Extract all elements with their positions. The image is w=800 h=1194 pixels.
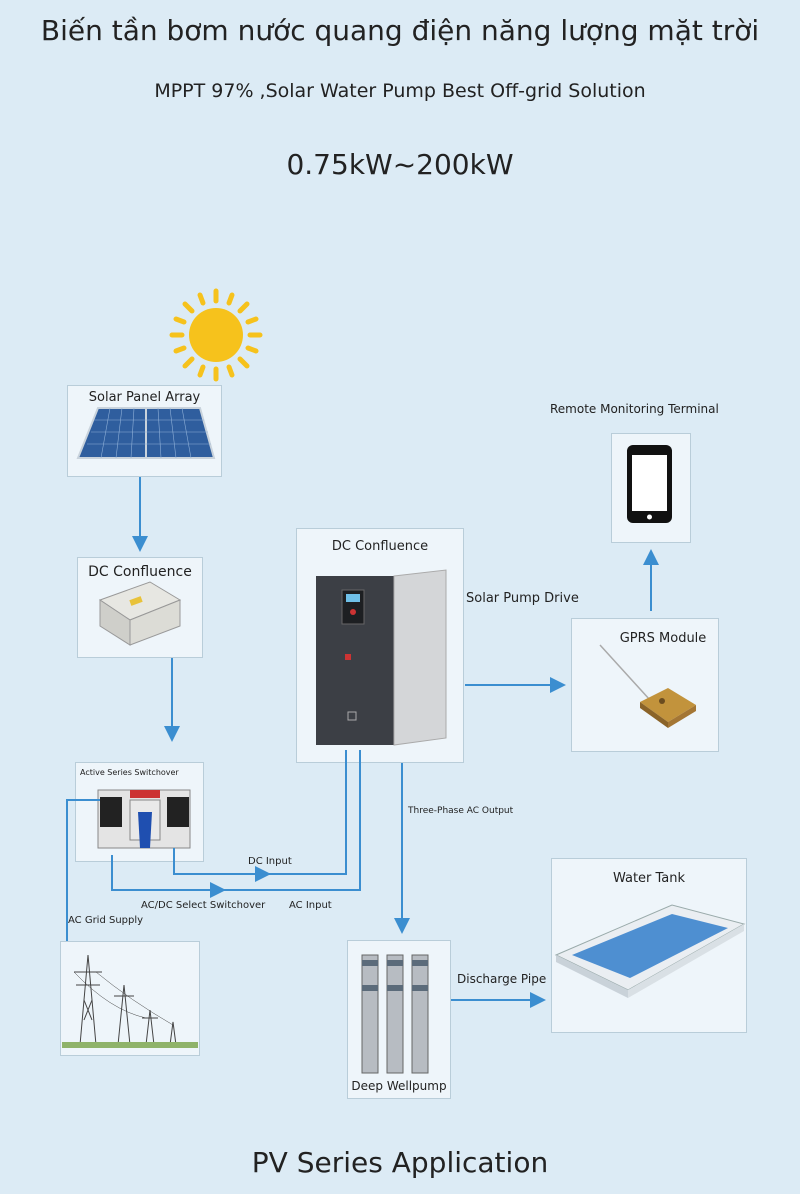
page-subtitle: MPPT 97% ,Solar Water Pump Best Off-grid… [154,80,646,102]
ac-grid-supply-label: AC Grid Supply [68,915,144,926]
solar-panel-array-label: Solar Panel Array [88,390,201,405]
deep-wellpump-label: Deep Wellpump [351,1079,447,1093]
dc-input-label: DC Input [248,856,292,867]
transfer-switch-icon [97,789,191,849]
pool-icon [554,904,746,998]
power-range: 0.75kW~200kW [286,148,514,181]
junction-box-icon [98,581,182,646]
gps-antenna-icon [599,644,696,728]
page-title: Biến tần bơm nước quang điện năng lượng … [40,14,760,47]
footer-title: PV Series Application [251,1146,549,1179]
active-series-switchover-label: Active Series Switchover [80,768,179,777]
smartphone-icon [627,445,672,523]
discharge-pipe-label: Discharge Pipe [457,972,547,986]
solar-pump-drive-label: Solar Pump Drive [466,591,579,606]
dc-confluence-main-label: DC Confluence [331,539,429,554]
gprs-module-box: GPRS Module [571,618,719,752]
gprs-module-label: GPRS Module [619,631,707,646]
power-tower-box [60,941,200,1056]
pump-icon [361,954,429,1074]
solar-panel-icon [76,407,216,459]
power-tower-icon [62,954,198,1048]
remote-monitoring-label: Remote Monitoring Terminal [550,402,719,416]
water-tank-label: Water Tank [612,871,686,886]
ac-dc-select-label: AC/DC Select Switchover [141,900,266,911]
three-phase-output-label: Three-Phase AC Output [408,806,514,816]
ac-input-label: AC Input [289,900,332,911]
dc-confluence-left-label: DC Confluence [88,564,192,580]
inverter-icon [316,569,447,746]
